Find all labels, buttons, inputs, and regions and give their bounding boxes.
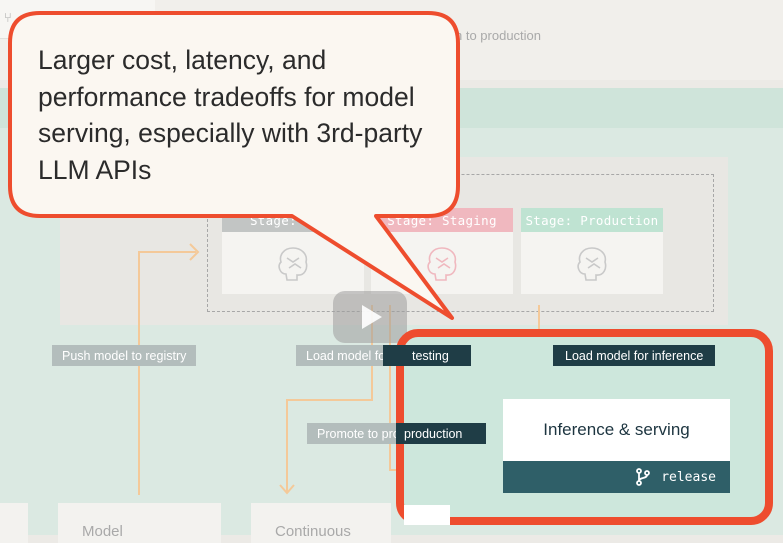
arrowhead-testing: [279, 484, 295, 495]
callout-text: Larger cost, latency, and performance tr…: [38, 45, 423, 185]
inference-title: Inference & serving: [543, 420, 690, 439]
brain-icon: [427, 247, 457, 281]
stage-label-production: Stage: Production: [521, 208, 663, 232]
play-icon[interactable]: [362, 305, 382, 329]
load-inference-pill: Load model for inference: [553, 345, 716, 366]
arrow-push-to-registry: [138, 251, 196, 495]
brain-icon: [577, 247, 607, 281]
stage-card-production: Stage: Production: [521, 208, 663, 294]
top-right-label: h to production: [455, 28, 542, 43]
arrowhead-push: [189, 243, 200, 261]
release-label: release: [661, 469, 716, 485]
promote-pill-highlight: production: [396, 423, 486, 444]
model-registry-dashed-box: [207, 174, 714, 312]
release-bar: release: [503, 461, 730, 493]
push-model-pill: Push model to registry: [52, 345, 197, 366]
brain-icon: [278, 247, 308, 281]
branch-icon: ⑂: [4, 10, 12, 25]
git-branch-icon: [636, 468, 651, 486]
load-testing-pill-highlight: testing: [383, 345, 471, 366]
inference-serving-card: Inference & serving: [503, 399, 730, 461]
card-edge: [404, 505, 450, 525]
